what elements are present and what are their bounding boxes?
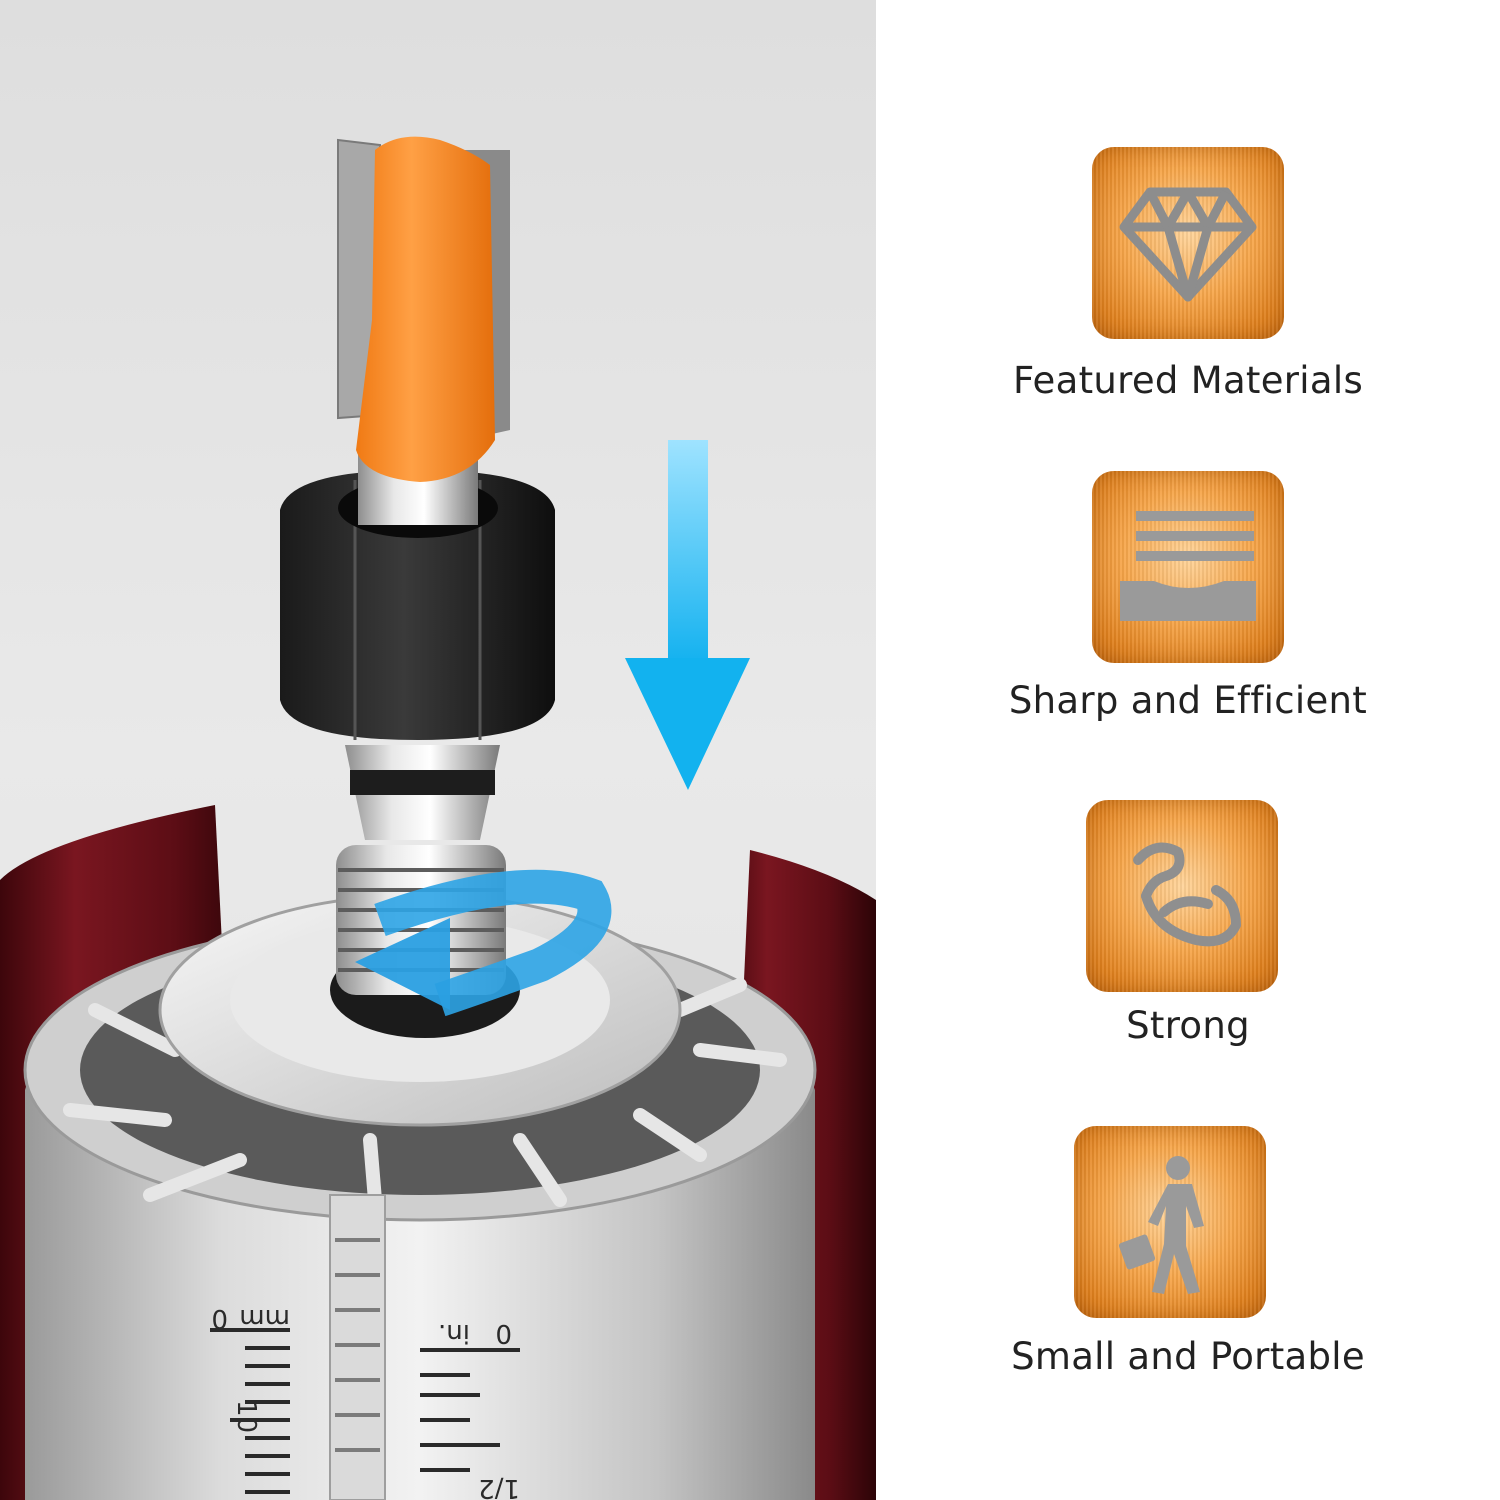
product-illustration: mm 0 10 in. 0 1/2: [0, 0, 876, 1500]
mm-unit-label: mm: [239, 1303, 290, 1333]
feature-tile-sharp: [1092, 471, 1284, 663]
mm-zero-label: 0: [211, 1303, 228, 1333]
feature-tile-portable: [1074, 1126, 1266, 1318]
flexed-arm-icon: [1133, 842, 1241, 947]
walking-person-briefcase-icon: [1118, 1156, 1204, 1294]
mm-ten-label: 10: [231, 1400, 261, 1433]
feature-label-sharp: Sharp and Efficient: [1008, 679, 1368, 722]
inch-half-label: 1/2: [478, 1473, 520, 1500]
down-arrow-icon: [668, 440, 708, 670]
rotate-arrow-icon: [374, 869, 612, 1017]
feature-label-materials: Featured Materials: [1012, 359, 1364, 402]
bit-cutter-head: [356, 136, 495, 482]
feature-label-portable: Small and Portable: [1011, 1335, 1365, 1378]
feature-tile-materials: [1092, 147, 1284, 339]
inch-scale-ticks: [420, 1348, 520, 1472]
mm-scale-ticks: [210, 1328, 290, 1494]
diamond-icon: [1119, 187, 1257, 302]
body-ribs: [63, 978, 787, 1207]
feature-label-strong: Strong: [1126, 1004, 1250, 1047]
router-bit-scene: mm 0 10 in. 0 1/2: [0, 136, 876, 1500]
feature-tile-strong: [1086, 800, 1278, 992]
collet-nut: [280, 470, 555, 740]
feature-list: Featured Materials Sharp and Efficient: [876, 0, 1500, 1500]
inch-unit-label: in.: [438, 1318, 470, 1348]
stacked-layers-icon: [1120, 511, 1256, 621]
inch-zero-label: 0: [495, 1318, 512, 1348]
